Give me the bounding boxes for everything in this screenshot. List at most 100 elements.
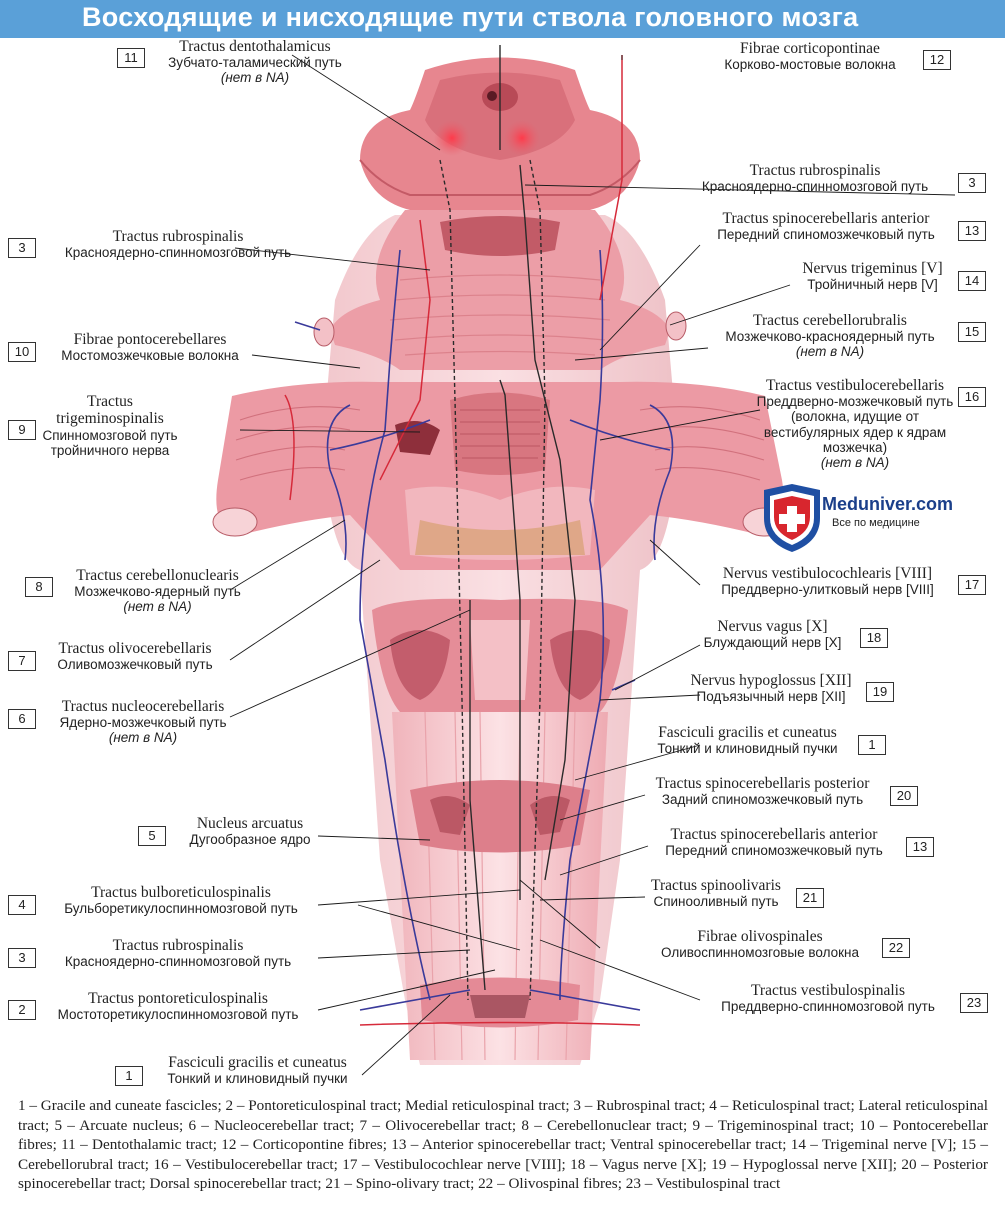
label-russian: Оливоспинномозговые волокна (640, 945, 880, 960)
label-num-18: 18 (860, 628, 888, 648)
label-latin: Tractus pontoreticulospinalis (40, 990, 316, 1007)
label-vestibulospinal: Tractus vestibulospinalis Преддверно-спи… (700, 982, 956, 1014)
label-russian: Передний спиномозжечковый путь (645, 843, 903, 858)
label-russian: Мозжечково-красноядерный путь (700, 329, 960, 344)
label-num-12: 12 (923, 50, 951, 70)
label-num-10: 10 (8, 342, 36, 362)
label-russian: Тонкий и клиновидный пучки (145, 1071, 370, 1086)
label-spinoolivary: Tractus spinoolivaris Спинооливный путь (640, 877, 792, 909)
label-latin: Nervus trigeminus [V] (790, 260, 955, 277)
label-russian: Красноядерно-спинномозговой путь (40, 954, 316, 969)
label-num-1-bottom: 1 (115, 1066, 143, 1086)
label-num-17: 17 (958, 575, 986, 595)
label-num-2: 2 (8, 1000, 36, 1020)
label-na-note: (нет в NA) (700, 344, 960, 359)
label-latin: Tractus spinocerebellaris posterior (640, 775, 885, 792)
label-latin: Tractus vestibulospinalis (700, 982, 956, 999)
label-russian: Мостомозжечковые волокна (40, 348, 260, 363)
label-num-1-right: 1 (858, 735, 886, 755)
label-latin: Fasciculi gracilis et cuneatus (640, 724, 855, 741)
label-russian: Бульборетикулоспинномозговой путь (40, 901, 322, 916)
label-latin: Tractus olivocerebellaris (40, 640, 230, 657)
page-title: Восходящие и нисходящие пути ствола голо… (82, 2, 858, 33)
spinal-cord (392, 712, 608, 1060)
logo-name[interactable]: Meduniver.com (822, 494, 953, 515)
label-na-note: (нет в NA) (40, 730, 246, 745)
label-latin: Fibrae corticopontinae (700, 40, 920, 57)
label-gracilis-cuneatus-right: Fasciculi gracilis et cuneatus Тонкий и … (640, 724, 855, 756)
label-num-7: 7 (8, 651, 36, 671)
medulla-section (372, 599, 628, 712)
label-num-3-bottom: 3 (8, 948, 36, 968)
label-russian: Оливомозжечковый путь (40, 657, 230, 672)
label-trigeminal-nerve: Nervus trigeminus [V] Тройничный нерв [V… (790, 260, 955, 292)
label-num-21: 21 (796, 888, 824, 908)
label-num-6: 6 (8, 709, 36, 729)
label-latin: Nervus vestibulocochlearis [VIII] (700, 565, 955, 582)
label-num-8: 8 (25, 577, 53, 597)
label-vagus-nerve: Nervus vagus [X] Блуждающий нерв [X] (690, 618, 855, 650)
label-latin: Tractus cerebellorubralis (700, 312, 960, 329)
label-russian: Мозжечково-ядерный путь (55, 584, 260, 599)
label-rubrospinal-left: Tractus rubrospinalis Красноядерно-спинн… (40, 228, 316, 260)
label-pontoreticulospinal: Tractus pontoreticulospinalis Мостоторет… (40, 990, 316, 1022)
label-russian: Красноядерно-спинномозговой путь (680, 179, 950, 194)
label-russian: Блуждающий нерв [X] (690, 635, 855, 650)
label-hypoglossal-nerve: Nervus hypoglossus [XII] Подъязычный нер… (680, 672, 862, 704)
label-latin: Tractus trigeminospinalis (40, 393, 180, 428)
label-latin: Tractus spinoolivaris (640, 877, 792, 894)
label-russian: Спинооливный путь (640, 894, 792, 909)
label-vestibulocochlear-nerve: Nervus vestibulocochlearis [VIII] Преддв… (700, 565, 955, 597)
label-russian: Мостоторетикулоспинномозговой путь (40, 1007, 316, 1022)
label-latin: Nervus vagus [X] (690, 618, 855, 635)
label-russian: Дугообразное ядро (170, 832, 330, 847)
label-rubrospinal-right: Tractus rubrospinalis Красноядерно-спинн… (680, 162, 950, 194)
label-num-13-top: 13 (958, 221, 986, 241)
label-num-3-right: 3 (958, 173, 986, 193)
label-russian: Передний спиномозжечковый путь (695, 227, 957, 242)
label-num-9: 9 (8, 420, 36, 440)
label-num-13-bottom: 13 (906, 837, 934, 857)
label-num-5: 5 (138, 826, 166, 846)
label-num-16: 16 (958, 387, 986, 407)
label-corticopontine: Fibrae corticopontinae Корково-мостовые … (700, 40, 920, 72)
label-latin: Tractus rubrospinalis (40, 937, 316, 954)
label-pontocerebellar: Fibrae pontocerebellares Мостомозжечковы… (40, 331, 260, 363)
label-russian: Преддверно-улитковый нерв [VIII] (700, 582, 955, 597)
figure-caption: 1 – Gracile and cuneate fascicles; 2 – P… (18, 1096, 988, 1194)
label-na-note: (нет в NA) (140, 70, 370, 85)
label-rubrospinal-bottom: Tractus rubrospinalis Красноядерно-спинн… (40, 937, 316, 969)
label-russian: Тройничный нерв [V] (790, 277, 955, 292)
label-latin: Nervus hypoglossus [XII] (680, 672, 862, 689)
label-russian: Тонкий и клиновидный пучки (640, 741, 855, 756)
label-cerebellonuclear: Tractus cerebellonuclearis Мозжечково-яд… (55, 567, 260, 615)
label-russian: Ядерно-мозжечковый путь (40, 715, 246, 730)
label-spinocerebellar-anterior-top: Tractus spinocerebellaris anterior Перед… (695, 210, 957, 242)
label-latin: Tractus rubrospinalis (680, 162, 950, 179)
label-latin: Tractus vestibulocerebellaris (755, 377, 955, 394)
label-latin: Tractus spinocerebellaris anterior (645, 826, 903, 843)
label-num-23: 23 (960, 993, 988, 1013)
label-gracilis-cuneatus-bottom: Fasciculi gracilis et cuneatus Тонкий и … (145, 1054, 370, 1086)
label-russian: Зубчато-таламический путь (140, 55, 370, 70)
label-latin: Fasciculi gracilis et cuneatus (145, 1054, 370, 1071)
label-num-22: 22 (882, 938, 910, 958)
label-num-3-left: 3 (8, 238, 36, 258)
title-banner: Восходящие и нисходящие пути ствола голо… (0, 0, 1005, 38)
label-dentothalamic: Tractus dentothalamicus Зубчато-таламиче… (140, 38, 370, 86)
label-spinocerebellar-posterior: Tractus spinocerebellaris posterior Задн… (640, 775, 885, 807)
label-spinocerebellar-anterior-bottom: Tractus spinocerebellaris anterior Перед… (645, 826, 903, 858)
logo-tagline: Все по медицине (832, 517, 920, 529)
label-num-14: 14 (958, 271, 986, 291)
label-russian: Спинномозговой путь тройничного нерва (40, 428, 180, 458)
label-russian: Корково-мостовые волокна (700, 57, 920, 72)
label-latin: Tractus cerebellonuclearis (55, 567, 260, 584)
label-trigeminospinal: Tractus trigeminospinalis Спинномозговой… (40, 393, 180, 458)
label-latin: Tractus spinocerebellaris anterior (695, 210, 957, 227)
label-nucleocerebellar: Tractus nucleocerebellaris Ядерно-мозжеч… (40, 698, 246, 746)
label-russian: Преддверно-спинномозговой путь (700, 999, 956, 1014)
label-num-4: 4 (8, 895, 36, 915)
label-latin: Tractus bulboreticulospinalis (40, 884, 322, 901)
pons-cerebellum-section (213, 382, 787, 570)
label-cerebellorubral: Tractus cerebellorubralis Мозжечково-кра… (700, 312, 960, 360)
